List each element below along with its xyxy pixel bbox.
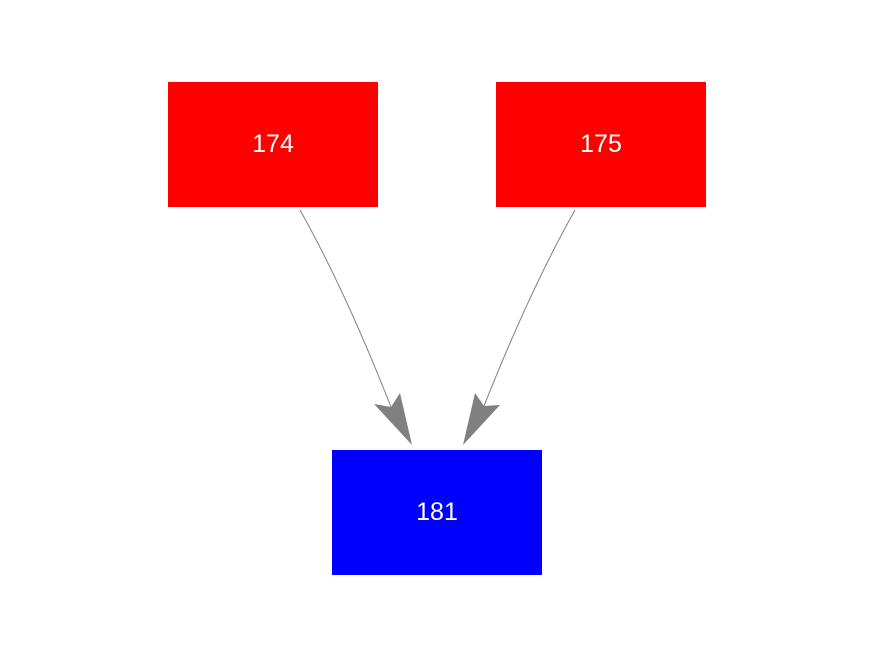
node-label: 174 [252, 130, 294, 158]
arrowhead [463, 393, 500, 445]
node-174[interactable]: 174 [168, 82, 378, 207]
node-175[interactable]: 175 [496, 82, 706, 207]
edge-174-181 [299, 209, 412, 445]
edge-175-181 [463, 209, 576, 445]
node-label: 175 [580, 130, 622, 158]
arrowhead [374, 393, 412, 445]
node-label: 181 [416, 498, 458, 526]
node-181[interactable]: 181 [332, 450, 542, 575]
